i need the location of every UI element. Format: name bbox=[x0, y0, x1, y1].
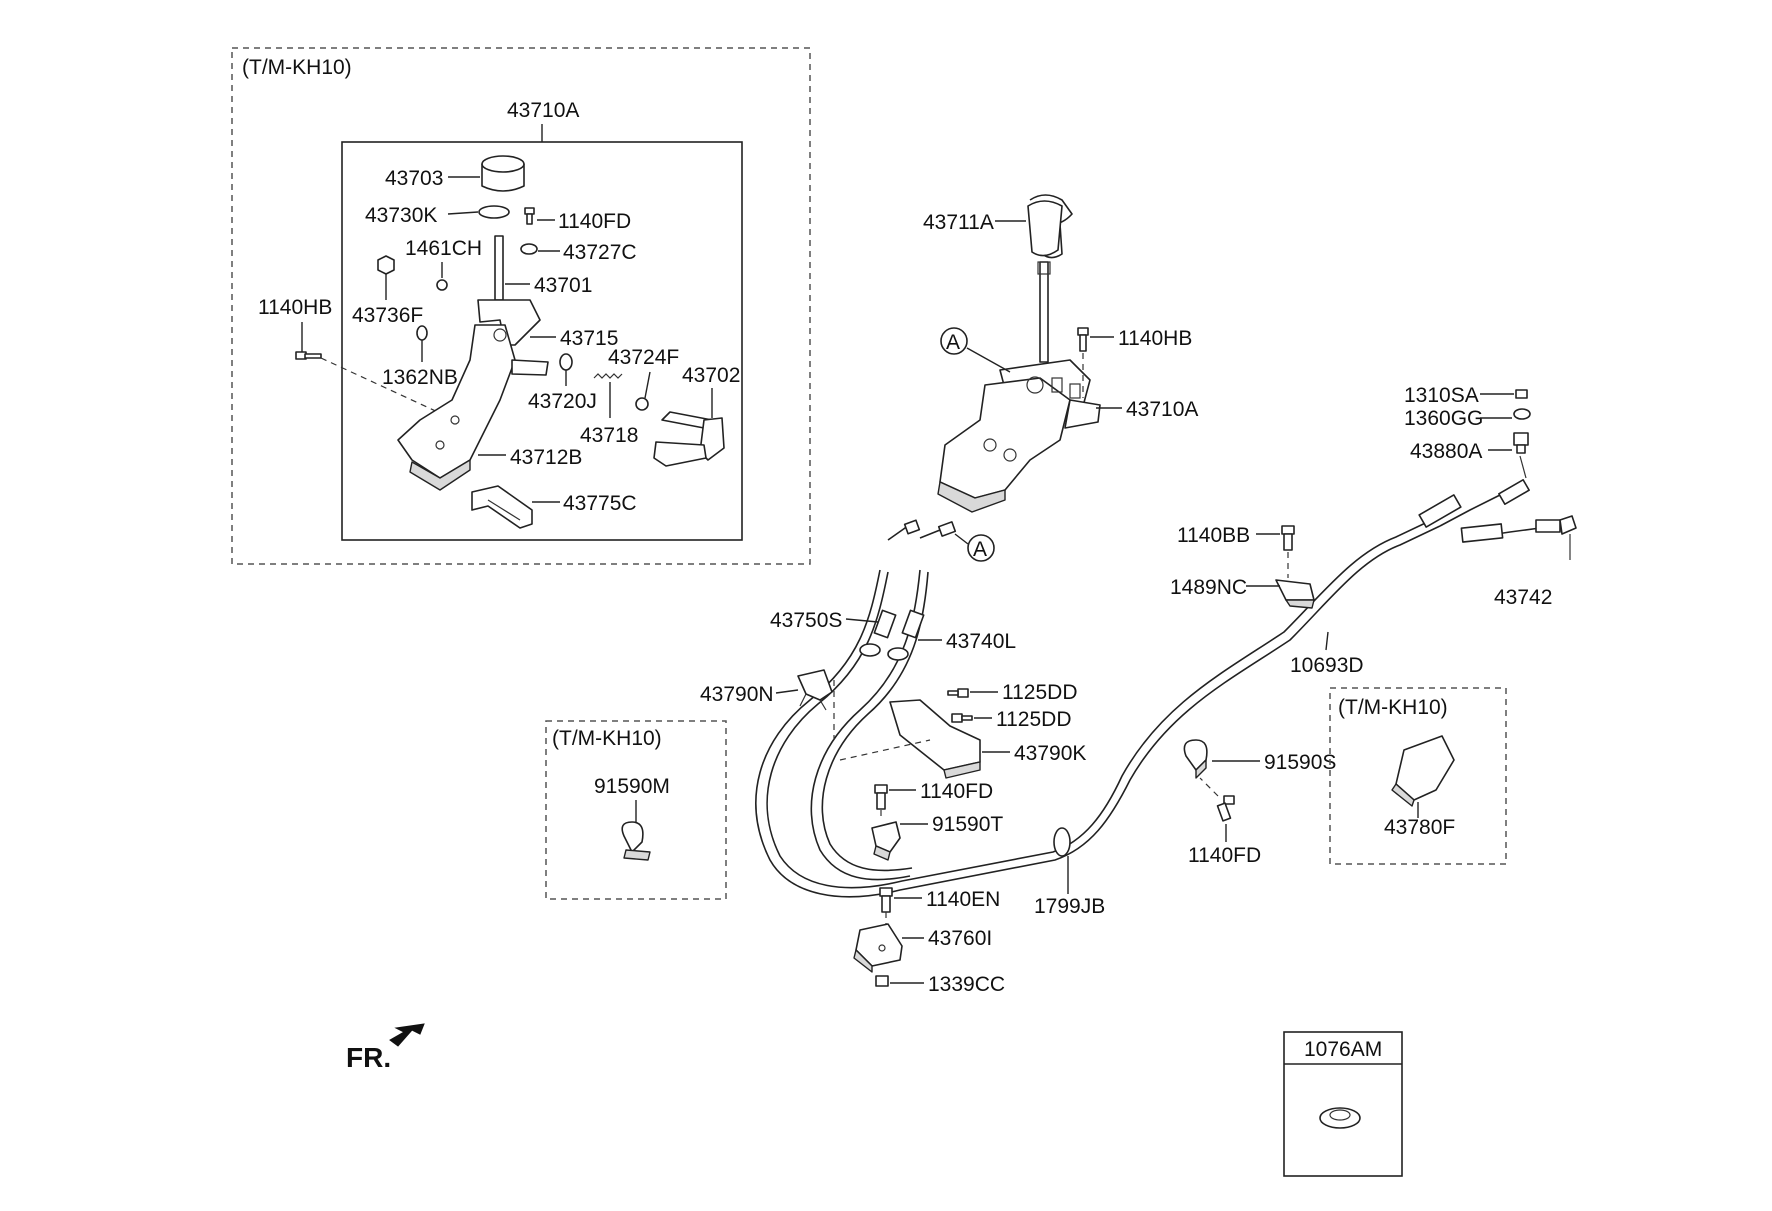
part-label-91590s: 91590S bbox=[1264, 751, 1336, 774]
part-label-43740l: 43740L bbox=[946, 630, 1016, 653]
part-callout-box-1076am bbox=[1283, 1031, 1403, 1177]
shift-lever-assembly bbox=[937, 261, 1101, 513]
bracket-part bbox=[889, 699, 981, 779]
variant-group-box-right bbox=[1329, 687, 1507, 865]
part-label-43701: 43701 bbox=[534, 274, 592, 297]
part-label-1140en: 1140EN bbox=[926, 888, 1000, 911]
nut-part bbox=[875, 975, 889, 987]
reference-a-marker bbox=[967, 534, 995, 562]
part-label-43711a: 43711A bbox=[923, 211, 994, 234]
part-label-43727c: 43727C bbox=[563, 241, 637, 264]
part-label-1360gg: 1360GG bbox=[1404, 407, 1483, 430]
part-label-1310sa: 1310SA bbox=[1404, 384, 1479, 407]
part-label-1140fd: 1140FD bbox=[1188, 844, 1261, 867]
plug-part bbox=[1319, 1107, 1361, 1129]
bolt-part bbox=[951, 713, 973, 723]
bolt-part bbox=[524, 207, 535, 225]
bracket-part bbox=[471, 485, 533, 529]
bolt-part bbox=[947, 688, 969, 698]
part-label-1799jb: 1799JB bbox=[1034, 895, 1105, 918]
reference-a-marker bbox=[940, 327, 968, 355]
variant-group-label: (T/M-KH10) bbox=[242, 56, 352, 79]
shift-cable-assembly bbox=[755, 455, 1577, 898]
clamp-part bbox=[1183, 739, 1208, 779]
ring-part bbox=[478, 205, 510, 219]
bracket-part bbox=[853, 923, 903, 973]
o-ring-part bbox=[559, 353, 573, 371]
part-label-43736f: 43736F bbox=[352, 304, 423, 327]
bracket-part bbox=[1391, 735, 1455, 807]
reference-a-label: A bbox=[946, 331, 960, 354]
knob-cap-part bbox=[481, 155, 525, 192]
part-label-1125dd: 1125DD bbox=[996, 708, 1072, 731]
washer-part bbox=[1513, 408, 1531, 420]
part-label-43715: 43715 bbox=[560, 327, 618, 350]
variant-group-label: (T/M-KH10) bbox=[1338, 696, 1448, 719]
part-label-43750s: 43750S bbox=[770, 609, 842, 632]
washer-part bbox=[436, 279, 448, 291]
part-label-43790k: 43790K bbox=[1014, 742, 1086, 765]
select-lever-part bbox=[653, 411, 725, 467]
part-label-43790n: 43790N bbox=[700, 683, 774, 706]
part-label-1125dd: 1125DD bbox=[1002, 681, 1078, 704]
part-label-1076am: 1076AM bbox=[1304, 1038, 1382, 1061]
part-label-43703: 43703 bbox=[385, 167, 443, 190]
variant-group-box-left bbox=[231, 47, 811, 565]
reference-a-label: A bbox=[973, 538, 987, 561]
part-label-43710a: 43710A bbox=[1126, 398, 1198, 421]
clip-part bbox=[1275, 579, 1315, 609]
part-label-43880a: 43880A bbox=[1410, 440, 1482, 463]
part-label-43712b: 43712B bbox=[510, 446, 582, 469]
clamp-part bbox=[621, 821, 651, 861]
part-label-91590m: 91590M bbox=[594, 775, 670, 798]
part-label-1489nc: 1489NC bbox=[1170, 576, 1247, 599]
bolt-part bbox=[879, 887, 893, 913]
bolt-part bbox=[874, 784, 888, 810]
shift-rod-part bbox=[494, 235, 504, 301]
o-ring-part bbox=[416, 325, 428, 341]
shift-knob-part bbox=[1027, 194, 1073, 259]
assembly-box-43710a bbox=[341, 141, 743, 541]
part-label-1140fd: 1140FD bbox=[920, 780, 993, 803]
bolt-part bbox=[1077, 327, 1089, 352]
bracket-part bbox=[797, 669, 833, 711]
front-indicator-label: FR. bbox=[346, 1042, 391, 1073]
part-label-43730k: 43730K bbox=[365, 204, 437, 227]
part-label-1140fd: 1140FD bbox=[558, 210, 631, 233]
part-label-1140hb: 1140HB bbox=[1118, 327, 1192, 350]
bolt-part bbox=[295, 351, 322, 360]
part-label-43710a: 43710A bbox=[507, 99, 579, 122]
washer-part bbox=[520, 243, 538, 255]
part-label-43702: 43702 bbox=[682, 364, 740, 387]
part-label-43720j: 43720J bbox=[528, 390, 597, 413]
bolt-part bbox=[1216, 795, 1235, 822]
part-label-43780f: 43780F bbox=[1384, 816, 1455, 839]
nut-part bbox=[1515, 389, 1528, 399]
cable-end-part bbox=[1513, 432, 1529, 454]
grommet-part bbox=[1053, 827, 1071, 857]
washer-part bbox=[635, 397, 649, 411]
part-label-43742: 43742 bbox=[1494, 586, 1552, 609]
part-label-43760i: 43760I bbox=[928, 927, 992, 950]
part-label-91590t: 91590T bbox=[932, 813, 1003, 836]
part-label-1362nb: 1362NB bbox=[382, 366, 458, 389]
part-label-1140hb: 1140HB bbox=[258, 296, 332, 319]
part-label-1339cc: 1339CC bbox=[928, 973, 1005, 996]
shift-lever-bracket-part bbox=[397, 299, 549, 491]
bushing-part bbox=[377, 255, 395, 275]
front-arrow-icon bbox=[389, 1023, 425, 1047]
part-label-43724f: 43724F bbox=[608, 346, 679, 369]
part-label-1461ch: 1461CH bbox=[405, 237, 482, 260]
clamp-part bbox=[871, 821, 901, 861]
spring-part bbox=[593, 373, 623, 379]
part-label-1140bb: 1140BB bbox=[1177, 524, 1250, 547]
part-label-43718: 43718 bbox=[580, 424, 638, 447]
bolt-part bbox=[1281, 525, 1295, 551]
part-label-10693d: 10693D bbox=[1290, 654, 1364, 677]
variant-group-label: (T/M-KH10) bbox=[552, 727, 662, 750]
part-label-43775c: 43775C bbox=[563, 492, 637, 515]
variant-group-box-left-lower bbox=[545, 720, 727, 900]
